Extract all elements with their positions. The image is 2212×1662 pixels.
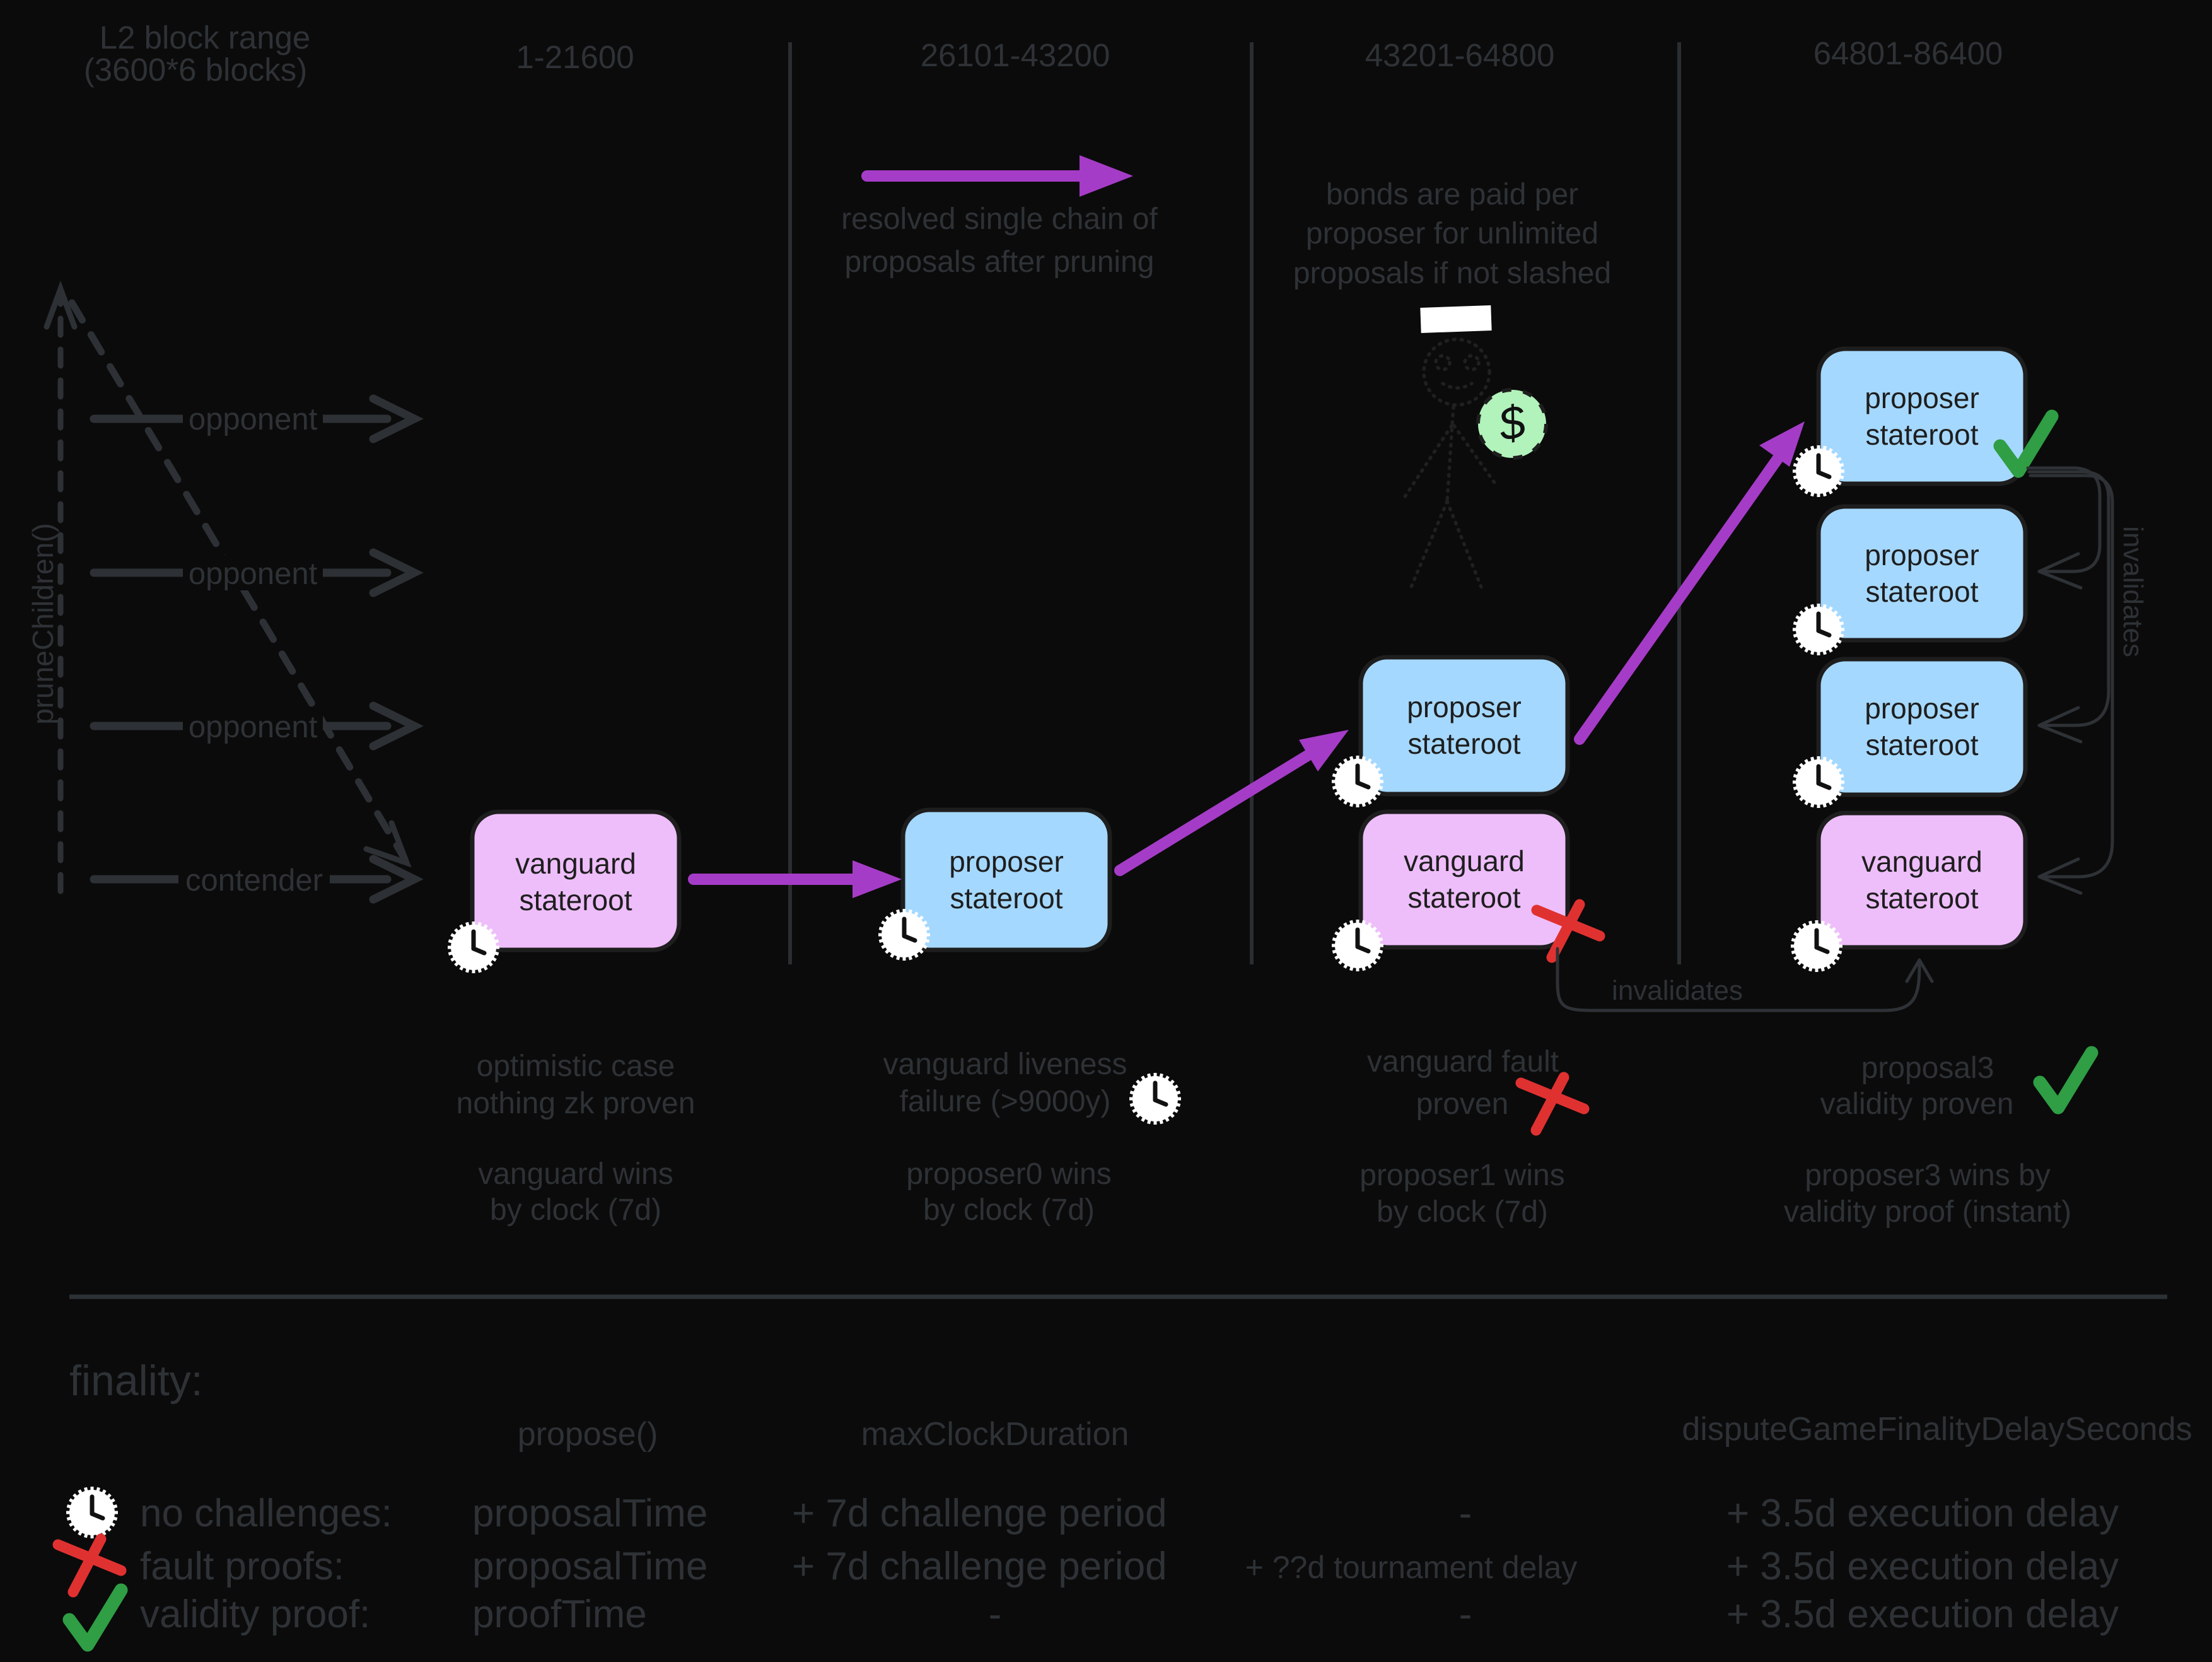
svg-text:stateroot: stateroot (520, 884, 632, 916)
svg-text:-: - (1459, 1492, 1472, 1535)
svg-text:vanguard: vanguard (1404, 845, 1525, 877)
svg-text:vanguard liveness: vanguard liveness (883, 1048, 1127, 1081)
svg-text:proposer for unlimited: proposer for unlimited (1306, 217, 1598, 250)
svg-text:maxClockDuration: maxClockDuration (861, 1416, 1129, 1453)
svg-text:invalidates: invalidates (2117, 526, 2148, 657)
svg-text:(3600*6 blocks): (3600*6 blocks) (84, 52, 307, 88)
svg-text:no challenges:: no challenges: (140, 1492, 392, 1535)
svg-text:nothing zk proven: nothing zk proven (457, 1087, 696, 1120)
svg-text:opponent: opponent (189, 557, 318, 591)
svg-text:proposer: proposer (949, 845, 1064, 878)
svg-text:stateroot: stateroot (1408, 881, 1521, 914)
svg-text:finality:: finality: (69, 1357, 203, 1405)
svg-text:bonds are paid per: bonds are paid per (1326, 178, 1578, 211)
svg-text:+ 7d challenge period: + 7d challenge period (792, 1492, 1167, 1535)
svg-text:opponent: opponent (189, 402, 318, 436)
svg-text:propose(): propose() (518, 1416, 658, 1453)
svg-text:vanguard: vanguard (1861, 845, 1982, 878)
svg-text:64801-86400: 64801-86400 (1813, 35, 2003, 71)
svg-text:proposals after pruning: proposals after pruning (845, 245, 1155, 279)
svg-text:proposer1 wins: proposer1 wins (1359, 1159, 1565, 1192)
svg-text:validity proof:: validity proof: (140, 1593, 370, 1636)
svg-text:L2 block range: L2 block range (100, 20, 311, 56)
svg-text:proposer3 wins by: proposer3 wins by (1805, 1159, 2051, 1192)
svg-text:validity proven: validity proven (1820, 1087, 2014, 1121)
svg-text:proposer: proposer (1865, 382, 1979, 414)
svg-text:pruneChildren(): pruneChildren() (26, 523, 59, 725)
svg-text:stateroot: stateroot (1408, 727, 1521, 760)
svg-text:proposer: proposer (1865, 692, 1979, 725)
svg-text:+ 3.5d execution delay: + 3.5d execution delay (1726, 1593, 2119, 1636)
svg-text:-: - (989, 1593, 1002, 1636)
svg-text:stateroot: stateroot (950, 882, 1063, 915)
svg-text:contender: contender (185, 863, 323, 898)
svg-text:+ 3.5d execution delay: + 3.5d execution delay (1726, 1545, 2119, 1588)
svg-text:proposalTime: proposalTime (472, 1545, 707, 1588)
svg-text:proposalTime: proposalTime (472, 1492, 707, 1535)
svg-text:proposer: proposer (1865, 539, 1979, 571)
svg-text:vanguard wins: vanguard wins (478, 1157, 673, 1191)
svg-text:+ ??d tournament delay: + ??d tournament delay (1245, 1550, 1578, 1585)
svg-text:proposals if not slashed: proposals if not slashed (1293, 257, 1611, 290)
svg-text:disputeGameFinalityDelaySecond: disputeGameFinalityDelaySeconds (1682, 1411, 2192, 1448)
svg-text:opponent: opponent (189, 710, 318, 744)
svg-text:+ 3.5d execution delay: + 3.5d execution delay (1726, 1492, 2119, 1535)
svg-text:proposer0 wins: proposer0 wins (906, 1157, 1112, 1191)
svg-text:+ 7d challenge period: + 7d challenge period (792, 1545, 1167, 1588)
svg-text:stateroot: stateroot (1866, 882, 1979, 915)
svg-text:proofTime: proofTime (472, 1593, 647, 1636)
svg-text:fault proofs:: fault proofs: (140, 1545, 344, 1588)
svg-text:stateroot: stateroot (1866, 575, 1979, 608)
svg-text:validity proof (instant): validity proof (instant) (1784, 1195, 2071, 1229)
svg-text:by clock (7d): by clock (7d) (490, 1193, 661, 1227)
svg-text:failure (>9000y): failure (>9000y) (900, 1085, 1111, 1118)
svg-text:by clock (7d): by clock (7d) (923, 1193, 1095, 1227)
svg-text:invalidates: invalidates (1612, 975, 1743, 1006)
svg-text:vanguard fault: vanguard fault (1367, 1045, 1559, 1079)
svg-text:stateroot: stateroot (1866, 729, 1979, 761)
svg-text:by clock (7d): by clock (7d) (1377, 1195, 1548, 1229)
svg-text:-: - (1459, 1593, 1472, 1636)
svg-text:vanguard: vanguard (515, 847, 636, 880)
svg-text:proposer: proposer (1407, 691, 1522, 723)
svg-text:1-21600: 1-21600 (516, 39, 634, 75)
svg-text:proposal3: proposal3 (1861, 1051, 1994, 1085)
svg-text:optimistic case: optimistic case (477, 1050, 675, 1083)
svg-text:stateroot: stateroot (1866, 418, 1979, 451)
svg-text:resolved single chain of: resolved single chain of (841, 202, 1158, 236)
svg-text:43201-64800: 43201-64800 (1365, 37, 1555, 73)
svg-text:proven: proven (1416, 1087, 1509, 1121)
svg-text:26101-43200: 26101-43200 (921, 37, 1110, 73)
